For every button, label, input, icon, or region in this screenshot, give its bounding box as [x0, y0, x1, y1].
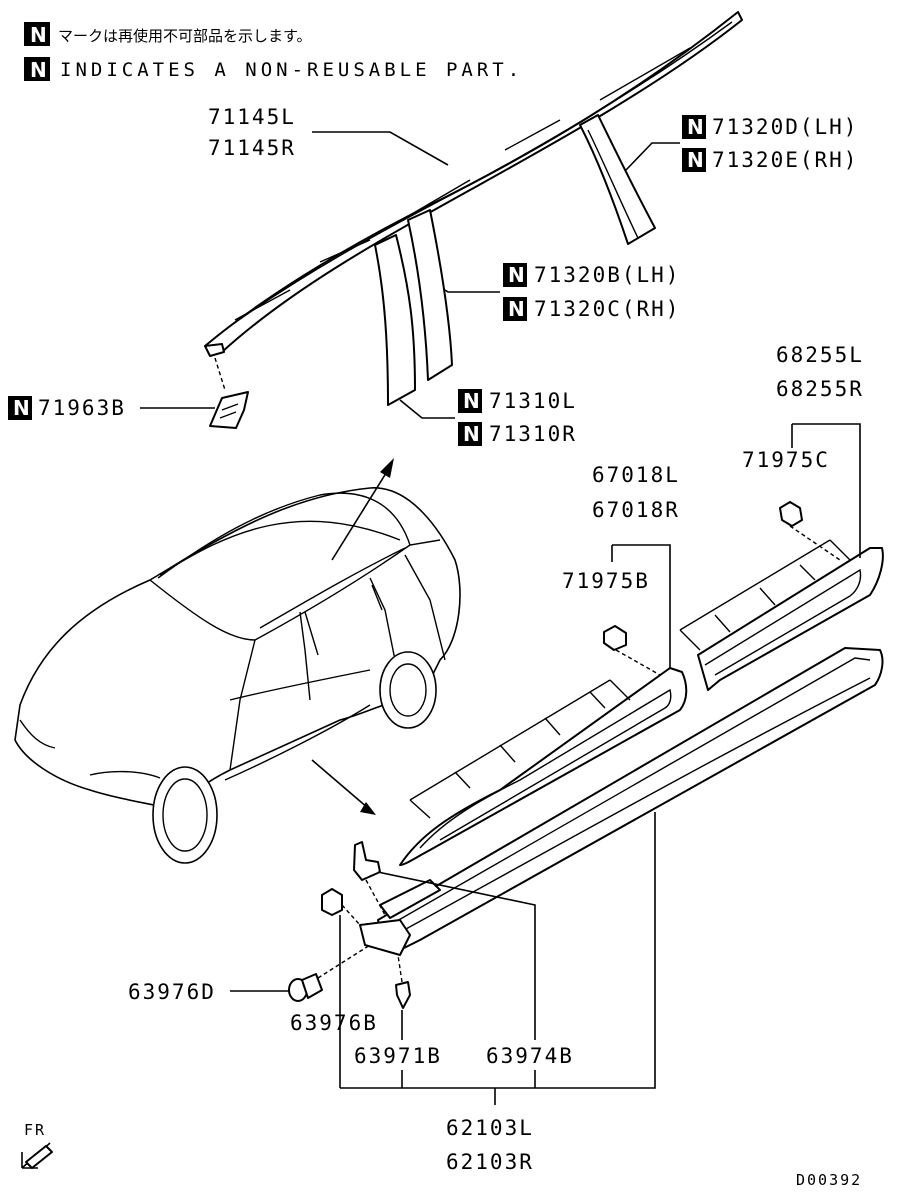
arrow-up-icon	[380, 458, 394, 478]
sill-moulding-part	[359, 647, 884, 956]
non-reusable-badge-icon	[682, 148, 706, 172]
label-68255l: 68255L	[776, 343, 864, 367]
label-62103l: 62103L	[446, 1116, 534, 1140]
arrow-down-icon	[360, 802, 376, 815]
badge-letter: N	[30, 58, 47, 82]
legend-english: INDICATES A NON-REUSABLE PART.	[60, 59, 523, 81]
non-reusable-badge-icon	[458, 389, 482, 413]
label-71310r: 71310R	[489, 422, 577, 446]
fr-label: FR	[24, 1121, 46, 1139]
label-71320c: 71320C(RH)	[534, 297, 680, 321]
label-71975c: 71975C	[742, 448, 830, 472]
non-reusable-badge-icon	[682, 115, 706, 139]
non-reusable-badge-icon	[458, 422, 482, 446]
label-63971b: 63971B	[354, 1044, 442, 1068]
badge-letter: N	[687, 115, 704, 139]
vehicle-illustration	[14, 487, 461, 864]
diagram-code: D00392	[796, 1171, 862, 1187]
roof-moulding-part	[204, 11, 743, 357]
label-63976d: 63976D	[128, 980, 216, 1004]
non-reusable-badge-icon	[8, 396, 32, 420]
label-63976b: 63976B	[290, 1011, 378, 1035]
badge-letter: N	[463, 422, 480, 446]
label-67018r: 67018R	[592, 498, 680, 522]
label-63974b: 63974B	[486, 1044, 574, 1068]
label-67018l: 67018L	[592, 463, 680, 487]
badge-letter: N	[508, 263, 525, 287]
clip-63976b-icon	[321, 888, 343, 916]
front-direction-indicator: FR	[21, 1121, 53, 1169]
garnish-67018-part	[399, 667, 688, 866]
non-reusable-badge-icon	[503, 263, 527, 287]
badge-letter: N	[687, 148, 704, 172]
pointer-arrows	[311, 458, 394, 815]
garnish-68255-part	[679, 539, 884, 691]
label-68255r: 68255R	[776, 377, 864, 401]
label-62103r: 62103R	[446, 1150, 534, 1174]
label-71963b: 71963B	[38, 396, 126, 420]
clip-63974b-icon	[353, 841, 381, 881]
non-reusable-badge-icon	[24, 22, 50, 46]
label-71320e: 71320E(RH)	[712, 148, 858, 172]
non-reusable-badge-icon	[24, 57, 50, 81]
label-71320d: 71320D(LH)	[712, 115, 858, 139]
label-71320b: 71320B(LH)	[534, 263, 680, 287]
label-71145l: 71145L	[208, 105, 296, 129]
badge-letter: N	[30, 23, 47, 47]
label-71145r: 71145R	[208, 136, 296, 160]
legend: N マークは再使用不可部品を示します。 N INDICATES A NON-RE…	[24, 22, 523, 82]
pillar-71320b-part	[374, 209, 453, 406]
fasteners	[288, 501, 841, 1009]
badge-letter: N	[463, 389, 480, 413]
non-reusable-badge-icon	[503, 297, 527, 321]
label-71310l: 71310L	[489, 389, 577, 413]
part-labels: 71145L 71145R N 71320D(LH) N 71320E(RH) …	[8, 105, 864, 1174]
label-71975b: 71975B	[562, 569, 650, 593]
clip-71975c-icon	[779, 501, 803, 527]
pillar-71320d-part	[579, 114, 656, 245]
legend-japanese: マークは再使用不可部品を示します。	[58, 27, 312, 45]
badge-letter: N	[508, 297, 525, 321]
clip-71963b-part	[209, 357, 249, 429]
clip-71975b-icon	[603, 625, 627, 651]
badge-letter: N	[13, 396, 30, 420]
screw-63971b-icon	[395, 981, 411, 1009]
leader-lines	[140, 131, 861, 1105]
